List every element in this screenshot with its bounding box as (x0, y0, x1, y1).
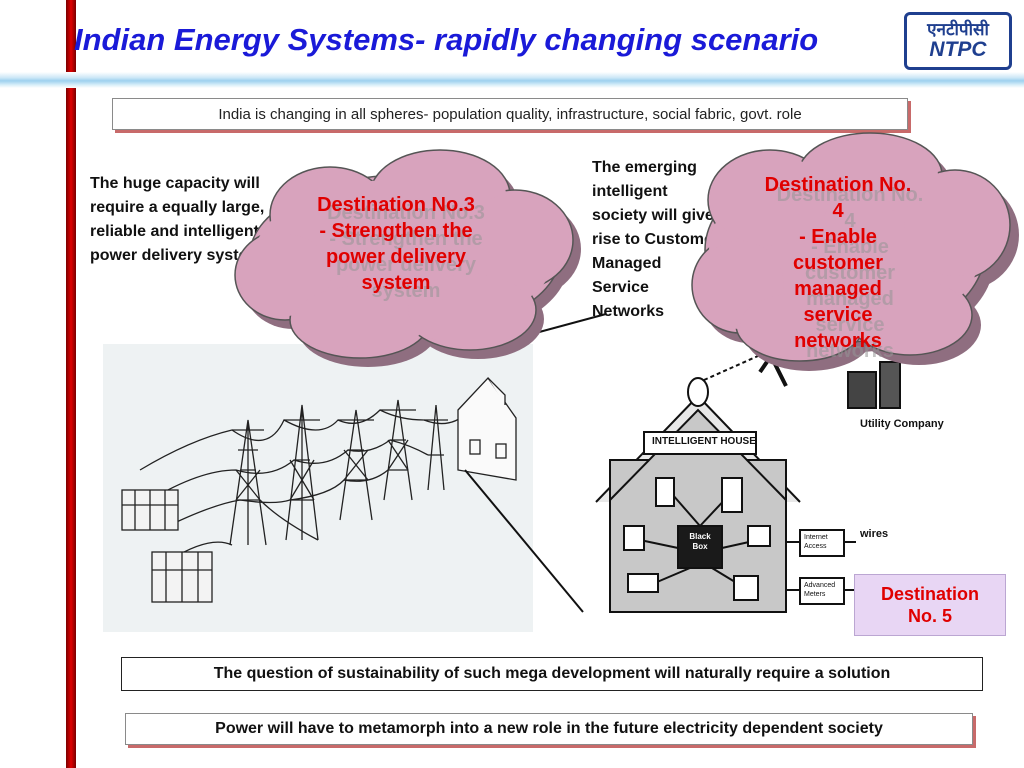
power-statement: Power will have to metamorph into a new … (215, 720, 883, 737)
cloud-4-shadow-line: customer (804, 262, 896, 284)
advanced-meters-line: Meters (804, 591, 826, 598)
mid-paragraph: The emerging intelligent society will gi… (592, 156, 772, 324)
mid-paragraph-line: rise to Customer (592, 231, 720, 248)
left-paragraph: The huge capacity will require a equally… (90, 172, 352, 268)
tower-2 (284, 404, 320, 541)
tower-4 (380, 399, 416, 501)
black-box-line: Box (692, 542, 708, 551)
substation-1 (121, 489, 179, 531)
top-statement-box: India is changing in all spheres- popula… (112, 98, 908, 130)
cloud-4-line: service (803, 304, 873, 326)
cloud-3-shadow-line: Destination No.3 (327, 202, 485, 224)
intelligent-house-label: INTELLIGENT HOUSE (652, 436, 756, 447)
left-paragraph-line: The huge capacity will (90, 175, 260, 192)
top-statement: India is changing in all spheres- popula… (218, 105, 802, 123)
utility-building-illustration (847, 361, 901, 409)
red-vertical-bar (66, 0, 76, 768)
cloud-4-shape (691, 132, 1019, 371)
cloud-4-line: managed (794, 278, 882, 300)
cloud-3-shadow-text: Destination No.3 - Strengthen the power … (296, 200, 516, 304)
cloud-3-shape (234, 149, 581, 367)
connector-line (464, 469, 584, 613)
internet-access-line: Access (804, 543, 827, 550)
sustainability-statement-box: The question of sustainability of such m… (121, 657, 983, 691)
internet-access-label: Internet Access (804, 533, 828, 551)
cloud-4-shadow-line: Destination No. (776, 184, 924, 206)
cloud-3-line: Destination No.3 (317, 194, 475, 216)
destination-5-box: Destination No. 5 (854, 574, 1006, 636)
cloud-4-line: customer (792, 252, 884, 274)
mid-paragraph-line: Service (592, 279, 649, 296)
cloud-4-line: - Enable (799, 226, 877, 248)
tower-1 (229, 419, 267, 546)
black-box-label: Black Box (684, 532, 716, 552)
blue-header-band (0, 72, 1024, 88)
cloud-4-shadow-line: networks (806, 340, 894, 362)
intelligent-house-illustration (595, 338, 901, 613)
transmission-towers-illustration (121, 376, 517, 603)
destination-5-line: No. 5 (907, 606, 952, 626)
cloud-4-line: 4 (832, 200, 844, 222)
cloud-3-shadow-line: power delivery (335, 254, 477, 276)
ntpc-logo: एनटीपीसी NTPC (904, 12, 1012, 70)
cloud-3-shadow-line: system (371, 280, 441, 302)
cloud-3-line: power delivery (325, 246, 467, 268)
utility-company-label: Utility Company (860, 418, 944, 430)
cloud-4-line: networks (794, 330, 882, 352)
mid-paragraph-line: intelligent (592, 183, 668, 200)
substation-2 (151, 551, 213, 603)
cloud-4-line: Destination No. (764, 174, 912, 196)
internet-access-line: Internet (804, 534, 828, 541)
cloud-4-shadow-line: managed (806, 288, 894, 310)
power-lines (139, 409, 469, 471)
advanced-meters-label: Advanced Meters (804, 581, 835, 599)
logo-english-text: NTPC (929, 38, 987, 61)
mid-paragraph-line: society will give (592, 207, 714, 224)
logo-hindi-text: एनटीपीसी (927, 20, 989, 39)
cloud-3-shadow-line: - Strengthen the (329, 228, 483, 250)
cloud-3-line: system (361, 272, 431, 294)
mid-paragraph-line: Networks (592, 303, 665, 320)
black-box-line: Black (689, 532, 711, 541)
cloud-3-text: Destination No.3 - Strengthen the power … (286, 192, 506, 296)
left-paragraph-line: power delivery system (90, 247, 262, 264)
mid-paragraph-line: The emerging (592, 159, 697, 176)
cloud-4-shadow-line: service (815, 314, 885, 336)
left-paragraph-line: require a equally large, (90, 199, 265, 216)
cloud-4-shadow-line: 4 (844, 210, 856, 232)
left-paragraph-line: reliable and intelligent (90, 223, 259, 240)
cloud-3-line: - Strengthen the (319, 220, 473, 242)
mid-paragraph-line: Managed (592, 255, 662, 272)
cloud-4-text: Destination No. 4 - Enable customer mana… (738, 172, 938, 354)
house-illustration (457, 376, 517, 481)
pylon-5 (424, 404, 448, 491)
wires-label: wires (860, 528, 889, 540)
slide-title: Indian Energy Systems- rapidly changing … (74, 22, 819, 57)
power-statement-box: Power will have to metamorph into a new … (125, 713, 973, 745)
sustainability-statement: The question of sustainability of such m… (213, 665, 891, 682)
tower-3 (338, 409, 374, 521)
cloud-4-shadow-text: Destination No. 4 - Enable customer mana… (750, 182, 950, 364)
cloud-4-shadow-line: - Enable (811, 236, 889, 258)
destination-5-line: Destination (880, 584, 979, 604)
advanced-meters-line: Advanced (804, 582, 836, 589)
